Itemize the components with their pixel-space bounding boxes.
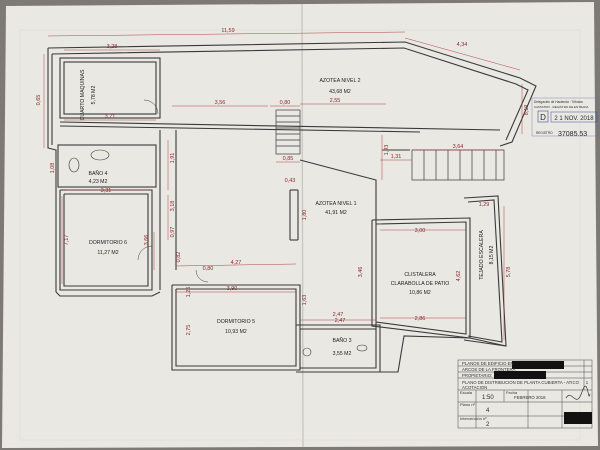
room-azotea-2-name: AZOTEA NIVEL 2 bbox=[319, 78, 360, 84]
dim-label: 11,59 bbox=[221, 28, 234, 34]
dim-label: 0,85 bbox=[283, 156, 294, 162]
dim-label: 4,62 bbox=[456, 271, 462, 282]
tb-plano: 4 bbox=[486, 408, 490, 414]
dim-label: 3,66 bbox=[144, 235, 150, 246]
room-bano-4-area: 4,23 M2 bbox=[89, 179, 108, 185]
room-clistalera-area: 10,86 M2 bbox=[409, 290, 431, 296]
dim-label: 3,46 bbox=[358, 267, 364, 278]
dim-label: 1,29 bbox=[479, 202, 490, 208]
room-clistalera-line2: CLARABOLLA DE PATIO bbox=[391, 281, 450, 287]
tb-row2: ARCOS DE LA FRONTERA bbox=[462, 367, 516, 372]
dim-label: 3,71 bbox=[105, 114, 116, 120]
dim-label: 1,93 bbox=[384, 145, 390, 156]
dim-label: 7,17 bbox=[64, 235, 70, 246]
dim-label: 4,27 bbox=[231, 260, 242, 266]
dimension-lines bbox=[43, 31, 523, 340]
dim-label: 8,19 bbox=[524, 105, 530, 116]
dim-label: 3,64 bbox=[453, 144, 464, 150]
dim-label: 3,31 bbox=[101, 188, 112, 194]
title-block-text: PLANOS DE EDIFICIO EN ARCOS DE LA FRONTE… bbox=[460, 361, 589, 428]
dim-label: 0,65 bbox=[36, 95, 42, 106]
room-dormitorio-6-area: 11,27 M2 bbox=[97, 250, 118, 256]
stamp-date: 2 1 NOV. 2018 bbox=[554, 116, 594, 122]
dim-label: 0,82 bbox=[176, 252, 182, 263]
walls bbox=[47, 41, 537, 373]
room-dormitorio-5-name: DORMITORIO 5 bbox=[217, 319, 255, 325]
tb-row1: PLANOS DE EDIFICIO EN bbox=[462, 361, 514, 366]
tb-plano-label: Plano nº bbox=[460, 402, 476, 407]
stamp-header: Delegación de Hacienda · Tributos bbox=[534, 100, 583, 104]
tb-intervencion-label: Intervención nº bbox=[460, 416, 487, 421]
stamp-registro-number: 37085.53 bbox=[558, 131, 587, 138]
room-tejado-escalera-name: TEJADO ESCALERA bbox=[479, 230, 485, 280]
dim-label: 3,28 bbox=[107, 44, 118, 50]
dim-label: 0,97 bbox=[170, 227, 176, 238]
dim-label: 1,26 bbox=[186, 287, 192, 298]
tb-fecha-label: Fecha bbox=[506, 390, 518, 395]
tb-fecha: FEBRERO 2018 bbox=[514, 395, 546, 400]
dim-label: 2,47 bbox=[333, 312, 344, 318]
stamp-line2: CATASTRO · REGISTRO DE ENTRADA bbox=[534, 105, 588, 109]
bathroom-fixtures bbox=[68, 149, 368, 357]
dim-label: 1,63 bbox=[302, 295, 308, 306]
dim-label: 4,34 bbox=[457, 42, 468, 48]
dim-label: 2,75 bbox=[186, 325, 192, 336]
signature-scribble bbox=[565, 385, 591, 400]
dim-label: 2,47 bbox=[335, 318, 346, 324]
tb-row3: PROPIETARIO: bbox=[462, 373, 492, 378]
tb-intervencion: 2 bbox=[486, 422, 490, 428]
dim-label: 5,78 bbox=[506, 267, 512, 278]
redaction-signature bbox=[564, 412, 592, 424]
dim-label: 3,90 bbox=[227, 286, 238, 292]
stamp-letter: D bbox=[540, 113, 546, 122]
dim-label: 0,80 bbox=[280, 100, 291, 106]
dim-label: 0,43 bbox=[285, 178, 296, 184]
dim-label: 1,91 bbox=[170, 153, 176, 164]
tb-plan-title: PLANO DE DISTRIBUCION DE PLANTA CUBIERTA… bbox=[462, 380, 580, 385]
room-labels: AZOTEA NIVEL 2 43,68 M2 AZOTEA NIVEL 1 4… bbox=[80, 69, 495, 357]
tb-plan-sub: ACOTACION bbox=[462, 385, 487, 390]
dimension-labels: 11,59 3,28 4,34 3,56 0,80 2,55 3,71 0,85… bbox=[36, 28, 530, 335]
room-clistalera-name: CLISTALERA bbox=[404, 272, 436, 278]
room-azotea-1-area: 41,91 M2 bbox=[325, 210, 347, 216]
dim-label: 3,56 bbox=[215, 100, 226, 106]
tb-escala: 1:50 bbox=[482, 395, 494, 401]
dim-label: 1,08 bbox=[50, 163, 56, 174]
dim-label: 2,55 bbox=[330, 98, 341, 104]
dim-label: 1,31 bbox=[391, 154, 402, 160]
room-cuarto-maquinas-area: 5,78 M2 bbox=[91, 86, 97, 105]
room-dormitorio-6-name: DORMITORIO 6 bbox=[89, 240, 127, 246]
room-dormitorio-5-area: 10,93 M2 bbox=[225, 329, 247, 335]
dim-label: 2,86 bbox=[415, 316, 426, 322]
dim-label: 3,00 bbox=[415, 228, 426, 234]
room-azotea-2-area: 43,68 M2 bbox=[329, 89, 351, 95]
dim-label: 1,80 bbox=[302, 210, 308, 221]
room-tejado-escalera-area: 8,15 M2 bbox=[489, 246, 495, 265]
door-swings bbox=[137, 99, 209, 283]
redaction-location bbox=[494, 371, 546, 379]
room-bano-4-name: BAÑO 4 bbox=[88, 170, 107, 177]
room-azotea-1-name: AZOTEA NIVEL 1 bbox=[315, 201, 356, 207]
room-bano-3-area: 3,55 M2 bbox=[333, 351, 352, 357]
stamp-registro-label: REGISTRO bbox=[536, 131, 553, 135]
redaction-owner bbox=[512, 361, 564, 369]
dim-label: 3,18 bbox=[170, 201, 176, 212]
tb-escala-label: Escala bbox=[460, 390, 473, 395]
stairs-upper bbox=[275, 109, 301, 155]
registry-stamp: Delegación de Hacienda · Tributos CATAST… bbox=[531, 97, 599, 138]
tb-sheet-number: 1 bbox=[586, 380, 589, 385]
room-bano-3-name: BAÑO 3 bbox=[332, 337, 351, 344]
room-cuarto-maquinas-name: CUARTO MAQUINAS bbox=[80, 69, 86, 120]
dim-label: 0,80 bbox=[203, 266, 214, 272]
